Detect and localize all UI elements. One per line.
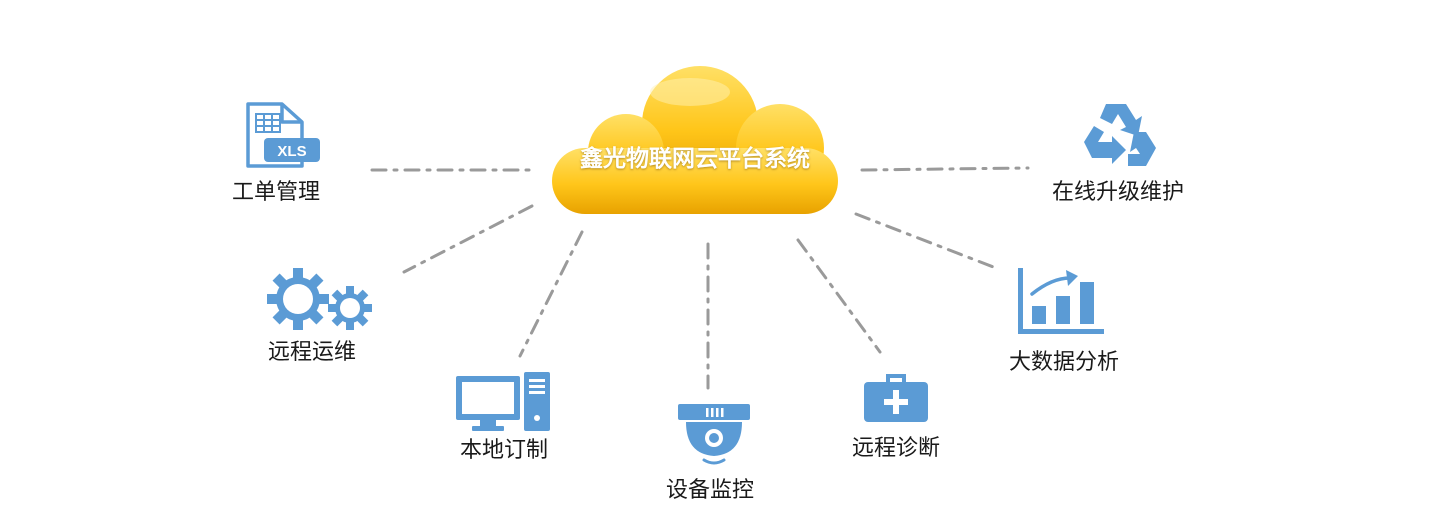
label-remote-diagnosis: 远程诊断 (851, 436, 941, 461)
label-device-monitor: 设备监控 (665, 478, 755, 503)
label-remote-ops: 远程运维 (267, 340, 357, 365)
label-work-order: 工单管理 (231, 180, 321, 205)
platform-cloud: 鑫光物联网云平台系统 (540, 52, 850, 222)
medical-kit-icon (864, 374, 928, 422)
security-camera-icon (678, 404, 750, 465)
connector-big-data (854, 212, 998, 270)
gears-icon (267, 268, 372, 330)
label-big-data: 大数据分析 (1008, 350, 1120, 375)
cloud-icon (552, 66, 838, 214)
desktop-computer-icon (456, 372, 550, 431)
xls-badge-text: XLS (277, 143, 306, 160)
platform-title: 鑫光物联网云平台系统 (580, 146, 810, 172)
bar-chart-icon (1018, 268, 1104, 334)
connector-local-custom (518, 230, 584, 358)
connector-remote-diagnosis (796, 238, 882, 354)
connector-remote-ops (402, 204, 534, 274)
connector-online-upgrade (860, 166, 1030, 172)
label-local-custom: 本地订制 (459, 438, 549, 463)
recycle-icon (1084, 104, 1156, 166)
xls-file-icon: XLS (246, 102, 320, 168)
label-online-upgrade: 在线升级维护 (1051, 180, 1185, 205)
